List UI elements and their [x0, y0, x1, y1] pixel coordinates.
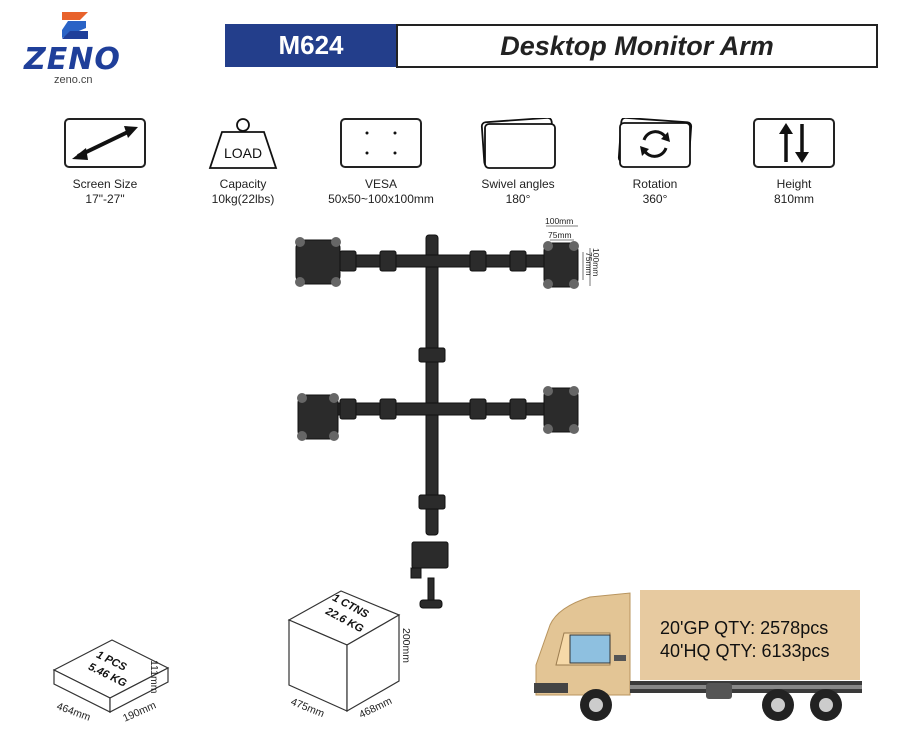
brand-url: zeno.cn	[54, 74, 93, 86]
spec-screen-size: Screen Size 17"-27"	[40, 118, 170, 207]
brand-logo: ZENO zeno.cn	[22, 8, 132, 88]
truck-cargo-box	[640, 590, 860, 680]
carton-illustration: 1 CTNS 22.6 KG	[287, 590, 401, 713]
spec-vesa: VESA 50x50~100x100mm	[316, 118, 446, 207]
brand-name: ZENO	[24, 42, 121, 77]
inner-box-illustration: 1 PCS 5.46 KG	[52, 639, 170, 713]
svg-text:LOAD: LOAD	[224, 145, 262, 161]
zeno-logo-icon	[62, 12, 88, 39]
shipping-qty-40hq: 40'HQ QTY: 6133pcs	[660, 641, 830, 661]
rotation-icon	[614, 116, 696, 168]
spec-height: Height 810mm	[729, 118, 859, 207]
swivel-icon	[477, 116, 559, 169]
shipping-qty-20gp: 20'GP QTY: 2578pcs	[660, 618, 829, 638]
spec-capacity: LOAD Capacity 10kg(22lbs)	[178, 118, 308, 207]
spec-rotation: Rotation 360°	[590, 116, 720, 207]
vesa-inner-height: 75mm	[584, 252, 594, 276]
page-title: Desktop Monitor Arm	[396, 24, 878, 68]
model-number: M624	[225, 24, 397, 67]
weight-load-icon: LOAD	[202, 118, 284, 169]
monitor-arm-illustration: 100mm 75mm 100mm 75mm	[295, 216, 601, 609]
truck-illustration	[534, 592, 862, 721]
inner-box-height: 111mm	[148, 660, 160, 694]
carton-height: 200mm	[400, 628, 412, 664]
vesa-outer-width: 100mm	[545, 216, 573, 226]
height-arrows-icon	[753, 118, 835, 168]
spec-swivel: Swivel angles 180°	[453, 116, 583, 207]
vesa-inner-width: 75mm	[548, 230, 572, 240]
vesa-holes-icon	[340, 118, 422, 168]
vesa-outer-height: 100mm	[591, 248, 601, 276]
double-arrow-icon	[64, 118, 146, 168]
